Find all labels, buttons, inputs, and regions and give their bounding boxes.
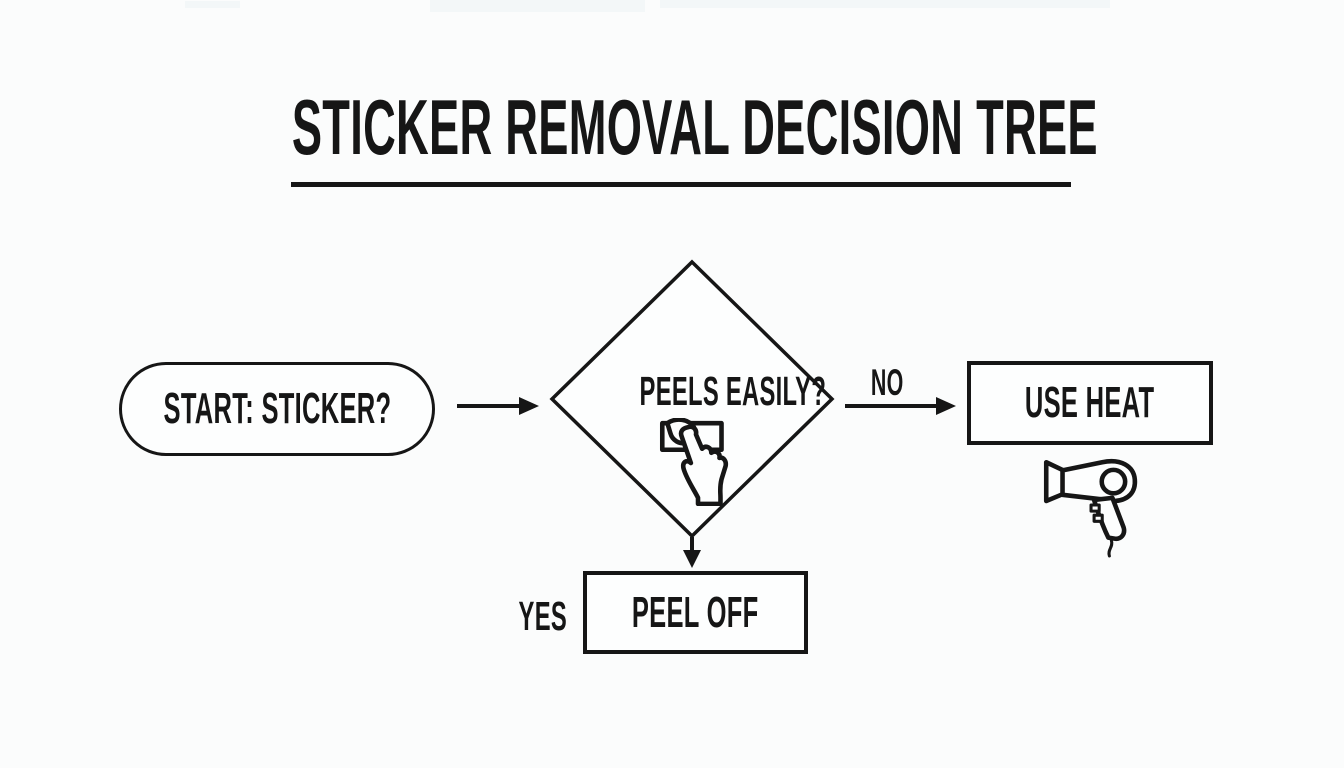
edge-decision-to-peel-off xyxy=(683,537,701,568)
page-title: STICKER REMOVAL DECISION TREE xyxy=(0,88,1344,166)
peel-sticker-hand-icon xyxy=(659,418,729,506)
node-use-heat: USE HEAT xyxy=(967,361,1213,445)
node-use-heat-label: USE HEAT xyxy=(1025,378,1155,427)
edge-label-no: NO xyxy=(870,362,904,403)
decision-diamond-shape xyxy=(549,259,835,539)
edge-label-yes: YES xyxy=(518,593,568,639)
edge-start-to-decision xyxy=(457,397,539,415)
top-edge-artifact xyxy=(660,0,1110,8)
top-edge-artifact xyxy=(430,0,645,12)
node-decision-label: PEELS EASILY? xyxy=(639,368,827,414)
top-edge-artifact xyxy=(185,1,240,8)
node-start-label: START: STICKER? xyxy=(163,384,391,433)
node-peel-off-label: PEEL OFF xyxy=(632,587,759,637)
node-start: START: STICKER? xyxy=(119,362,435,456)
page-title-text: STICKER REMOVAL DECISION TREE xyxy=(291,83,1098,171)
edge-decision-to-use-heat xyxy=(845,397,956,415)
node-decision-label-wrap: PEELS EASILY? xyxy=(572,371,826,412)
title-underline xyxy=(291,182,1071,187)
node-peel-off: PEEL OFF xyxy=(583,571,808,654)
hair-dryer-icon xyxy=(1043,458,1138,558)
